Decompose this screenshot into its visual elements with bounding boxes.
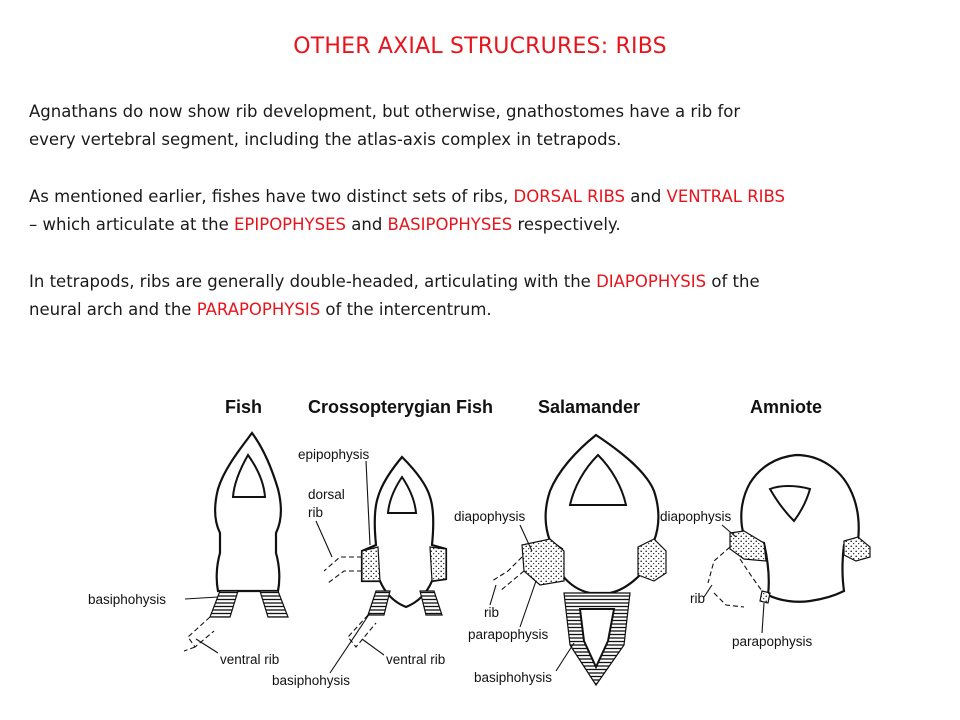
fish-basipophysis-left xyxy=(209,590,239,618)
crossopterygian-dorsal-rib-lower xyxy=(327,570,362,584)
amniote-diapophysis-right xyxy=(843,536,871,562)
term-dorsal-ribs: DORSAL RIBS xyxy=(513,187,626,206)
amniote-vertebra xyxy=(707,453,871,608)
amniote-diapophysis-left xyxy=(729,530,767,562)
leader-epipophysis xyxy=(365,460,371,546)
fish-neural-canal xyxy=(231,453,267,498)
para2-text: – which articulate at the xyxy=(29,215,234,234)
crossopterygian-dorsal-rib xyxy=(323,556,362,572)
amniote-rib-head xyxy=(739,558,763,592)
salamander-rib-lower xyxy=(499,570,525,592)
paragraph-tetrapod-ribs: In tetrapods, ribs are generally double-… xyxy=(29,268,929,324)
salamander-centrum-lumen xyxy=(578,608,616,670)
fish-ventral-rib xyxy=(187,616,215,648)
amniote-rib-upper xyxy=(707,546,731,584)
leader-basiphohysis-crossopterygian xyxy=(329,612,371,674)
label-rib-amniote: rib xyxy=(690,591,705,606)
vertebrae-rib-diagram: Fish Crossopterygian Fish Salamander Amn… xyxy=(88,397,871,688)
para3-text: of the intercentrum. xyxy=(320,300,492,319)
salamander-neural-canal xyxy=(568,453,628,506)
label-diapophysis-amniote: diapophysis xyxy=(660,509,732,524)
para1-line1: Agnathans do now show rib development, b… xyxy=(29,102,741,121)
slide-title: OTHER AXIAL STRUCRURES: RIBS xyxy=(293,34,667,59)
label-basiphohysis-salamander: basiphohysis xyxy=(474,670,552,685)
label-parapophysis-amniote: parapophysis xyxy=(732,634,813,649)
fish-neural-arch xyxy=(214,431,282,593)
para2-text: and xyxy=(625,187,667,206)
leader-parapophysis-salamander xyxy=(519,580,537,628)
amniote-parapophysis xyxy=(759,590,771,604)
crossopterygian-neural-arch xyxy=(360,455,448,609)
crossopterygian-epipophysis-left xyxy=(361,546,381,582)
paragraph-agnathans: Agnathans do now show rib development, b… xyxy=(29,98,929,154)
label-parapophysis-salamander: parapophysis xyxy=(468,627,549,642)
amniote-neural-arch xyxy=(740,453,860,603)
label-ventral-rib-crossopterygian: ventral rib xyxy=(386,652,445,667)
leader-diapophysis-amniote xyxy=(721,524,737,538)
para3-text: of the xyxy=(706,272,760,291)
term-ventral-ribs: VENTRAL RIBS xyxy=(666,187,786,206)
label-dorsal-rib: rib xyxy=(308,505,323,520)
heading-crossopterygian-fish: Crossopterygian Fish xyxy=(308,397,493,417)
leader-diapophysis-salamander xyxy=(519,524,533,552)
amniote-rib-shaft xyxy=(713,592,745,608)
salamander-vertebra xyxy=(491,433,667,687)
term-parapophysis: PARAPOPHYSIS xyxy=(196,300,321,319)
leader-basiphohysis-fish xyxy=(184,596,219,600)
fish-ventral-rib-tip xyxy=(183,646,196,652)
label-basiphohysis-crossopterygian: basiphohysis xyxy=(272,673,350,688)
leader-basiphohysis-salamander xyxy=(555,642,575,672)
leader-ventral-rib-crossopterygian xyxy=(361,638,385,656)
label-diapophysis-salamander: diapophysis xyxy=(454,509,526,524)
salamander-rib-upper xyxy=(491,556,523,582)
leader-rib-amniote xyxy=(703,584,713,598)
salamander-diapophysis-left xyxy=(521,538,565,586)
heading-amniote: Amniote xyxy=(750,397,822,417)
crossopterygian-basipophysis-right xyxy=(419,590,443,616)
fish-basipophysis-right xyxy=(259,590,289,618)
crossopterygian-basipophysis-left xyxy=(367,590,391,616)
fish-vertebra xyxy=(183,431,289,652)
para3-text: neural arch and the xyxy=(29,300,197,319)
term-epipophyses: EPIPOPHYSES xyxy=(234,215,346,234)
leader-parapophysis-amniote xyxy=(761,602,765,634)
heading-salamander: Salamander xyxy=(538,397,640,417)
para2-text: and xyxy=(346,215,388,234)
amniote-neural-canal xyxy=(768,485,812,523)
leader-ventral-rib-fish xyxy=(195,638,219,654)
crossopterygian-vertebra xyxy=(323,455,448,648)
para2-text: As mentioned earlier, fishes have two di… xyxy=(29,187,514,206)
para3-text: In tetrapods, ribs are generally double-… xyxy=(29,272,597,291)
salamander-diapophysis-right xyxy=(637,538,667,582)
label-ventral-rib-fish: ventral rib xyxy=(220,652,279,667)
crossopterygian-ventral-rib xyxy=(347,614,377,648)
crossopterygian-epipophysis-right xyxy=(429,546,447,582)
paragraph-fish-ribs: As mentioned earlier, fishes have two di… xyxy=(29,183,929,239)
label-epipophysis: epipophysis xyxy=(298,447,370,462)
para2-text: respectively. xyxy=(512,215,621,234)
label-dorsal: dorsal xyxy=(308,487,345,502)
term-diapophysis: DIAPOPHYSIS xyxy=(596,272,707,291)
leader-dorsal-rib xyxy=(315,520,333,558)
label-rib-salamander: rib xyxy=(484,605,499,620)
leader-rib-salamander xyxy=(489,584,497,606)
label-basiphohysis-fish: basiphohysis xyxy=(88,592,166,607)
heading-fish: Fish xyxy=(225,397,262,417)
crossopterygian-neural-canal xyxy=(386,475,418,514)
term-basipophyses: BASIPOPHYSES xyxy=(387,215,513,234)
para1-line2: every vertebral segment, including the a… xyxy=(29,130,622,149)
